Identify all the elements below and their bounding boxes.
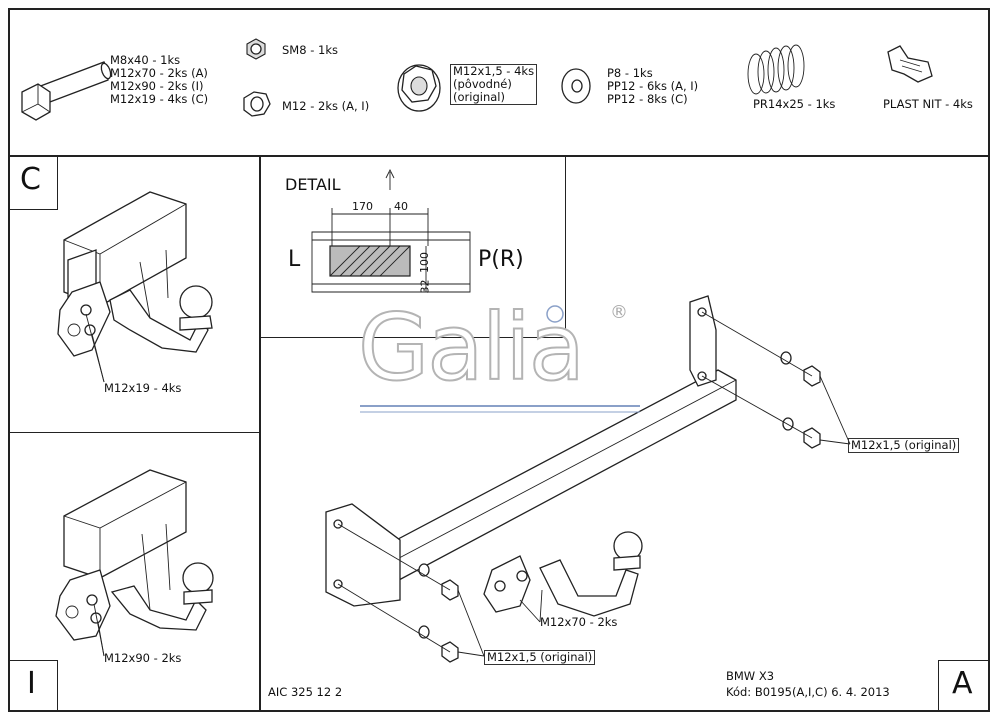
bolt-label-3: M12x90 - 2ks (I) bbox=[110, 79, 204, 93]
washer-labels: P8 - 1ks PP12 - 6ks (A, I) PP12 - 8ks (C… bbox=[607, 67, 698, 106]
bolt-labels: M8x40 - 1ks M12x70 - 2ks (A) M12x90 - 2k… bbox=[110, 54, 208, 106]
detail-dim-32: 32 bbox=[418, 279, 432, 294]
logo-dot bbox=[546, 305, 564, 323]
flange-nut-label: M12x1,5 - 4ks (pôvodné) (original) bbox=[450, 64, 538, 105]
galia-logo-reg: ® bbox=[610, 302, 628, 323]
nut-sm8-icon bbox=[246, 38, 266, 60]
plast-nit-label: PLAST NIT - 4ks bbox=[883, 97, 973, 111]
detail-dim-100: 100 bbox=[418, 252, 431, 273]
left-column-divider bbox=[259, 156, 261, 712]
panel-a-callout-top: M12x1,5 (original) bbox=[848, 438, 960, 453]
spring-icon bbox=[747, 44, 805, 95]
panel-c-letter-box bbox=[8, 156, 58, 210]
detail-right-border bbox=[565, 156, 566, 338]
flange-nut-label-1: M12x1,5 - 4ks bbox=[453, 64, 535, 78]
footer-model: BMW X3 bbox=[726, 669, 775, 683]
panel-a-letter-box bbox=[938, 660, 990, 712]
flange-nut-label-3: (original) bbox=[453, 90, 505, 104]
nut-sm8-label: SM8 - 1ks bbox=[282, 43, 338, 57]
panel-a-hitch bbox=[325, 295, 851, 663]
detail-dim-40: 40 bbox=[394, 200, 408, 213]
drawing-frame bbox=[8, 8, 990, 712]
footer-kod: Kód: B0195(A,I,C) 6. 4. 2013 bbox=[726, 685, 890, 699]
bolt-icon bbox=[21, 61, 112, 121]
panel-a-callout-bottom: M12x1,5 (original) bbox=[484, 650, 596, 665]
flange-nut-icon bbox=[397, 64, 441, 112]
detail-left-label: L bbox=[288, 247, 301, 272]
washer-icon bbox=[561, 68, 591, 104]
detail-drawing bbox=[311, 168, 471, 293]
header-divider bbox=[8, 155, 990, 157]
bolt-label-4: M12x19 - 4ks (C) bbox=[110, 92, 209, 106]
spring-label: PR14x25 - 1ks bbox=[753, 97, 836, 111]
panel-i-bolt-label: M12x90 - 2ks bbox=[104, 651, 182, 665]
nut-m12-label: M12 - 2ks (A, I) bbox=[282, 99, 370, 113]
washer-label-2: PP12 - 6ks (A, I) bbox=[607, 79, 699, 93]
panel-a-letter: A bbox=[952, 666, 973, 701]
panel-c-bolt-label: M12x19 - 4ks bbox=[104, 381, 182, 395]
panel-c-leader-2 bbox=[91, 333, 105, 383]
detail-title: DETAIL bbox=[285, 175, 341, 194]
bolt-label-2: M12x70 - 2ks (A) bbox=[110, 66, 208, 80]
panel-i-leader-2 bbox=[97, 621, 105, 657]
detail-right-label: P(R) bbox=[478, 247, 524, 272]
panel-c-hitch bbox=[57, 191, 213, 357]
panel-i-hitch bbox=[55, 469, 214, 641]
left-column-split bbox=[8, 432, 260, 433]
bolt-label-1: M8x40 - 1ks bbox=[110, 53, 181, 67]
panel-i-letter-box bbox=[8, 660, 58, 712]
footer-code: AIC 325 12 2 bbox=[268, 685, 343, 699]
detail-bottom-border bbox=[260, 337, 566, 338]
galia-logo: Galia bbox=[357, 294, 586, 401]
detail-dim-170: 170 bbox=[352, 200, 373, 213]
panel-a-bolt-label: M12x70 - 2ks bbox=[540, 615, 618, 629]
panel-c-letter: C bbox=[20, 162, 41, 197]
nut-m12-icon bbox=[243, 91, 271, 117]
panel-i-letter: I bbox=[27, 666, 36, 701]
plast-nit-icon bbox=[887, 45, 933, 83]
washer-label-3: PP12 - 8ks (C) bbox=[607, 92, 688, 106]
washer-label-1: P8 - 1ks bbox=[607, 66, 653, 80]
flange-nut-label-2: (pôvodné) bbox=[453, 77, 512, 91]
